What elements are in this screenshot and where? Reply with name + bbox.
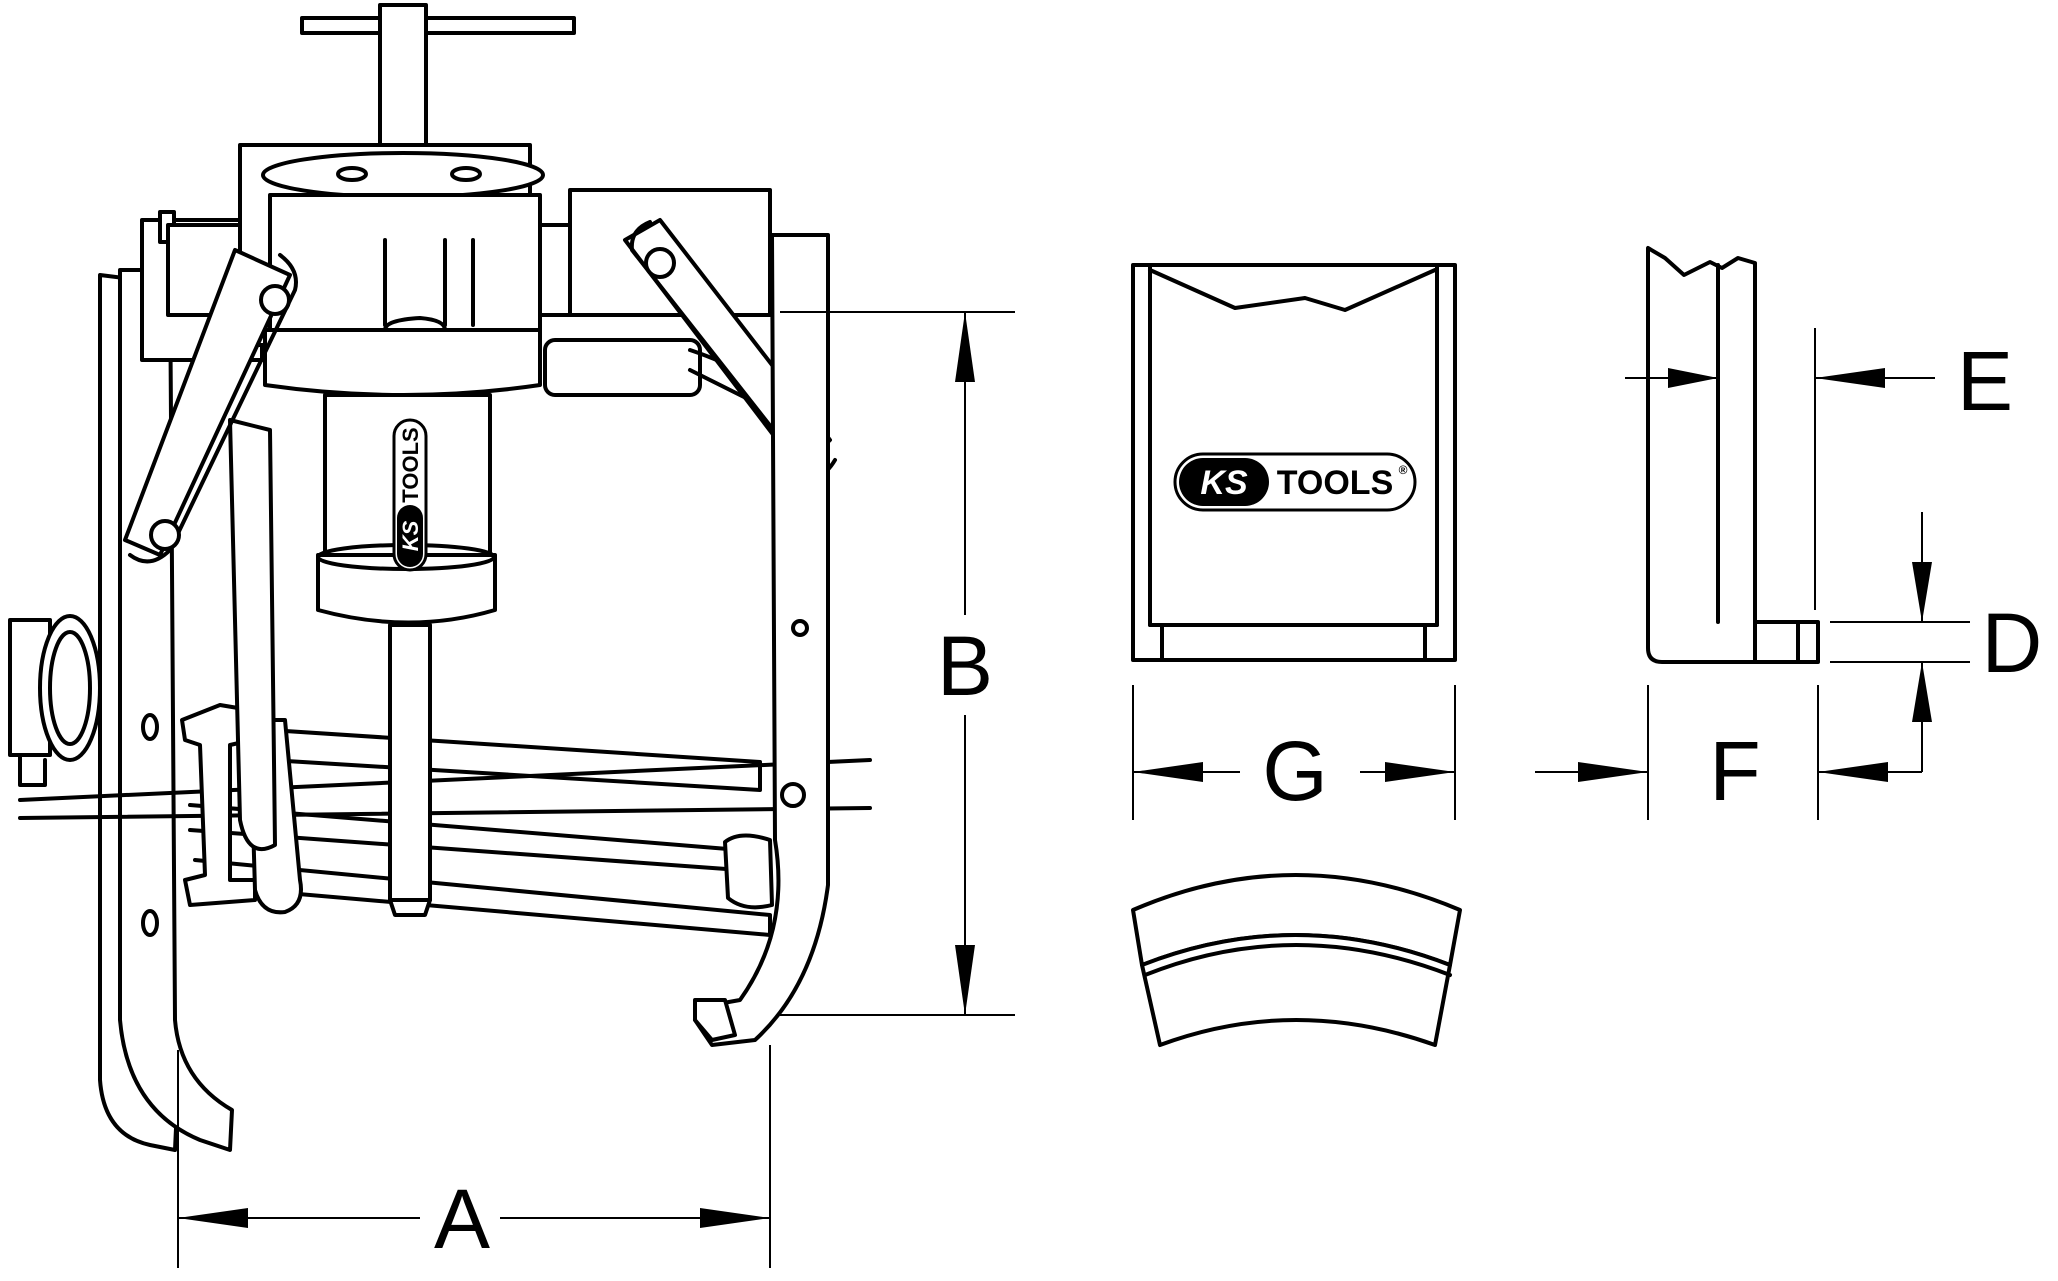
insert-logo-ks: KS: [1200, 464, 1248, 502]
t-handle: [300, 3, 576, 169]
insert-logo-tools: TOOLS: [1277, 464, 1394, 502]
cylinder-logo-ks: KS: [398, 520, 423, 551]
hydraulic-cylinder: KS TOOLS: [316, 393, 497, 917]
dim-label-b: B: [937, 619, 993, 713]
dimension-b: B: [780, 311, 1015, 1016]
left-link: [123, 248, 298, 564]
three-arm-puller: KS TOOLS: [8, 3, 872, 1152]
dimension-a: A: [177, 1045, 771, 1268]
jaw-insert-top: [1131, 873, 1462, 1047]
left-inner-arm: [180, 418, 303, 915]
insert-logo: KS TOOLS ®: [1173, 452, 1417, 512]
dim-label-a: A: [434, 1172, 490, 1266]
jaw-insert-side: [1646, 246, 1820, 664]
dim-label-e: E: [1957, 334, 2013, 428]
dim-label-g: G: [1262, 724, 1327, 818]
guide-rails: [18, 728, 872, 937]
dimension-f: F: [1535, 685, 1922, 820]
dim-label-d: D: [1982, 596, 2043, 690]
jaw-insert-front: KS TOOLS ®: [1131, 263, 1457, 662]
cylinder-logo: KS TOOLS: [392, 418, 428, 572]
cylinder-logo-tools: TOOLS: [398, 427, 423, 502]
insert-logo-registered: ®: [1399, 463, 1408, 477]
right-arm: [693, 233, 830, 1047]
dimension-e: E: [1625, 328, 2013, 610]
side-gauge: [8, 614, 102, 787]
dim-label-f: F: [1709, 724, 1760, 818]
dimension-d: D: [1830, 512, 2042, 772]
dimension-g: G: [1132, 685, 1456, 820]
